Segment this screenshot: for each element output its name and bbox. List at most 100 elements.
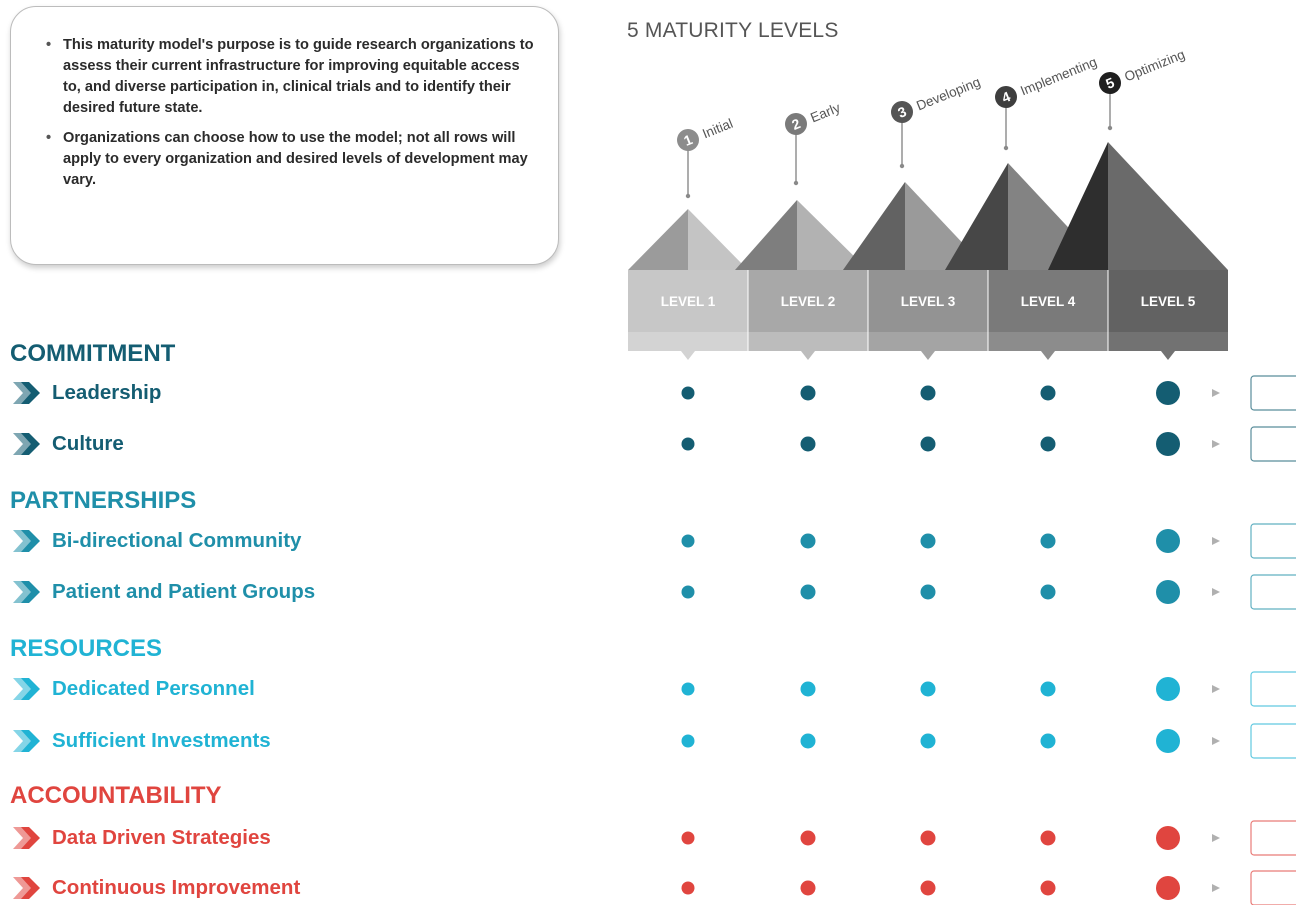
milestone-badge — [891, 101, 913, 123]
row-label-continuous-improvement: Continuous Improvement — [10, 873, 300, 903]
level-dot — [800, 385, 816, 401]
category-title-partnerships: PARTNERSHIPS — [10, 487, 197, 514]
pyramid-left-face — [628, 209, 688, 270]
level-dot — [920, 681, 936, 697]
level-dot — [1040, 830, 1056, 846]
double-chevron-icon — [13, 877, 40, 899]
pyramid-right-face — [688, 209, 748, 270]
row-label-bi-directional-community: Bi-directional Community — [10, 526, 301, 556]
milestone-badge — [785, 113, 807, 135]
level-dot — [681, 682, 695, 696]
level-dot — [800, 436, 816, 452]
row-label-culture: Culture — [10, 429, 124, 459]
row-label-patient-and-patient-groups: Patient and Patient Groups — [10, 577, 315, 607]
assessment-box — [1250, 426, 1296, 462]
assessment-box — [1250, 723, 1296, 759]
row-label-text: Culture — [52, 432, 124, 455]
level-dot — [800, 733, 816, 749]
double-chevron-icon — [13, 530, 40, 552]
milestone-stem-dot — [1003, 145, 1009, 151]
level-dot — [1156, 876, 1180, 900]
level-dot — [681, 734, 695, 748]
level-bar-base — [988, 332, 1108, 351]
level-dot — [681, 831, 695, 845]
milestone-stem-dot — [793, 180, 799, 186]
level-dot — [681, 437, 695, 451]
level-dot — [800, 681, 816, 697]
row-label-dedicated-personnel: Dedicated Personnel — [10, 674, 255, 704]
level-dot — [1156, 529, 1180, 553]
row-label-text: Leadership — [52, 381, 162, 404]
pyramid-right-face — [1108, 142, 1228, 270]
row-label-text: Bi-directional Community — [52, 529, 302, 552]
row-label-text: Patient and Patient Groups — [52, 580, 316, 603]
pyramid-left-face — [1048, 142, 1108, 270]
level-bar-base — [868, 332, 988, 351]
double-chevron-icon — [13, 827, 40, 849]
level-dot — [920, 830, 936, 846]
pyramid-left-face — [735, 200, 797, 270]
double-chevron-icon — [13, 382, 40, 404]
level-label: LEVEL 2 — [781, 294, 836, 309]
level-pointer — [801, 351, 815, 360]
intro-bullet: Organizations can choose how to use the … — [46, 128, 540, 191]
level-dot — [1040, 681, 1056, 697]
assessment-box — [1250, 523, 1296, 559]
row-label-sufficient-investments: Sufficient Investments — [10, 726, 271, 756]
level-dot — [800, 584, 816, 600]
level-label: LEVEL 4 — [1021, 294, 1076, 309]
level-dot — [1040, 533, 1056, 549]
level-dot — [681, 585, 695, 599]
row-arrow — [1212, 834, 1220, 842]
level-dot — [1040, 436, 1056, 452]
level-dot — [1156, 677, 1180, 701]
pyramid-right-face — [797, 200, 868, 270]
row-arrow — [1212, 588, 1220, 596]
level-bar-base — [1108, 332, 1228, 351]
level-dot — [1156, 826, 1180, 850]
intro-box: This maturity model's purpose is to guid… — [10, 6, 559, 265]
level-bar-base — [748, 332, 868, 351]
row-label-text: Dedicated Personnel — [52, 677, 255, 700]
level-dot — [1156, 580, 1180, 604]
level-dot — [800, 830, 816, 846]
category-title-accountability: ACCOUNTABILITY — [10, 782, 222, 809]
level-bar — [628, 270, 748, 332]
maturity-levels-title: 5 MATURITY LEVELS — [627, 19, 839, 42]
row-arrow — [1212, 685, 1220, 693]
level-bar — [748, 270, 868, 332]
intro-bullet-list: This maturity model's purpose is to guid… — [11, 7, 558, 191]
row-arrow — [1212, 737, 1220, 745]
level-dot — [800, 533, 816, 549]
level-dot — [681, 386, 695, 400]
milestone-badge — [995, 86, 1017, 108]
level-dot — [800, 880, 816, 896]
milestone-stem-dot — [1107, 125, 1113, 131]
level-dot — [1156, 432, 1180, 456]
level-dot — [1040, 733, 1056, 749]
level-bar — [868, 270, 988, 332]
row-label-data-driven-strategies: Data Driven Strategies — [10, 823, 271, 853]
category-title-commitment: COMMITMENT — [10, 340, 176, 367]
milestone-badge — [677, 129, 699, 151]
milestone-stem-dot — [899, 163, 905, 169]
assessment-box — [1250, 375, 1296, 411]
level-label: LEVEL 5 — [1141, 294, 1196, 309]
level-pointer — [1041, 351, 1055, 360]
row-label-text: Continuous Improvement — [52, 876, 301, 899]
double-chevron-icon — [13, 730, 40, 752]
level-dot — [681, 534, 695, 548]
row-label-leadership: Leadership — [10, 378, 161, 408]
level-dot — [1156, 381, 1180, 405]
pyramid-left-face — [843, 182, 905, 270]
row-label-text: Sufficient Investments — [52, 729, 271, 752]
level-pointer — [681, 351, 695, 360]
level-label: LEVEL 1 — [661, 294, 716, 309]
pyramid-left-face — [945, 163, 1008, 270]
level-dot — [920, 436, 936, 452]
category-title-resources: RESOURCES — [10, 635, 163, 662]
level-dot — [1040, 880, 1056, 896]
milestone-badge — [1099, 72, 1121, 94]
row-arrow — [1212, 389, 1220, 397]
